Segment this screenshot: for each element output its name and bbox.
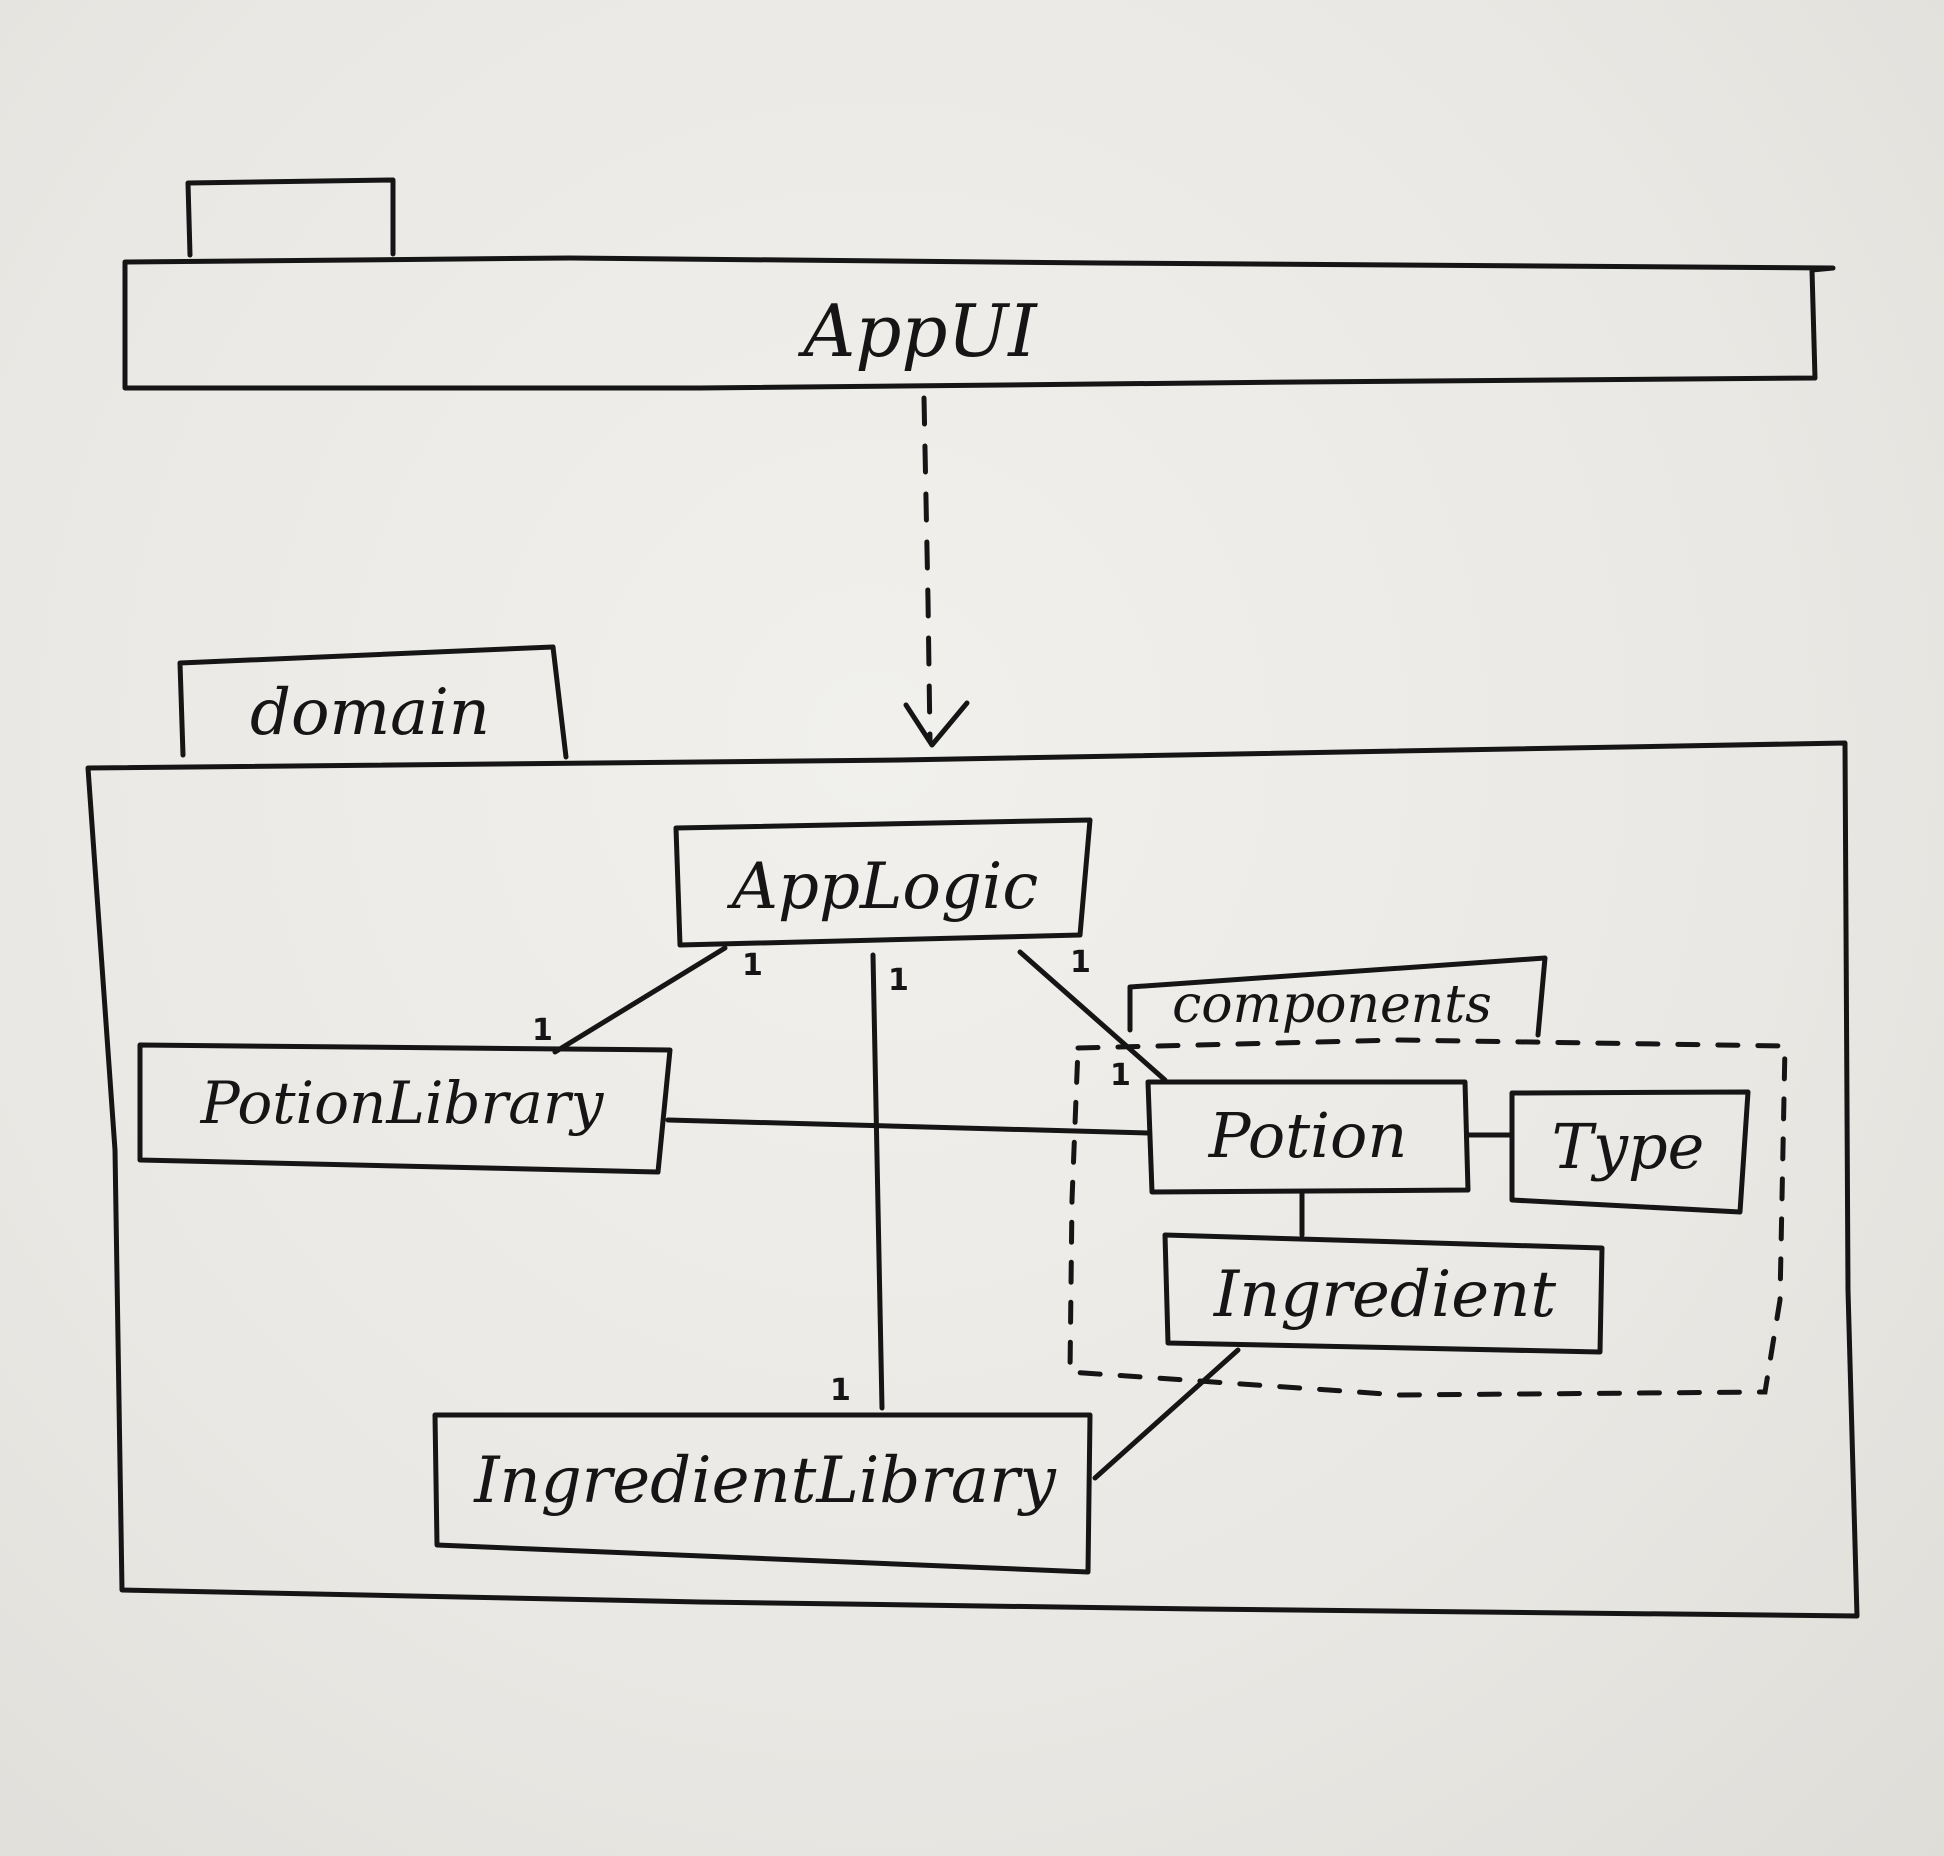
package-components-body <box>1067 1037 1788 1398</box>
associations <box>552 945 1515 1481</box>
package-domain-body <box>85 740 1860 1619</box>
class-type-label: Type <box>1552 1110 1705 1183</box>
class-ingredient: Ingredient <box>1162 1232 1605 1355</box>
assoc-logic-ingredient-library <box>870 952 885 1411</box>
mult-logic-potion-library-bottom: 1 <box>532 1013 553 1048</box>
package-app-ui-label: AppUI <box>797 289 1038 373</box>
class-ingredient-library-label: IngredientLibrary <box>473 1444 1056 1518</box>
mult-logic-ingredient-library-bottom: 1 <box>830 1373 851 1408</box>
package-components-tab <box>1127 955 1548 1038</box>
assoc-logic-potion <box>1017 949 1168 1083</box>
dependency-arrowhead <box>903 700 970 748</box>
class-app-logic: AppLogic <box>673 817 1093 948</box>
dependency-line <box>921 395 933 743</box>
mult-logic-potion-top: 1 <box>1070 945 1091 980</box>
package-domain-label: domain <box>250 676 490 750</box>
package-app-ui-tab <box>185 177 396 258</box>
package-components: components <box>1067 955 1788 1398</box>
class-ingredient-label: Ingredient <box>1213 1258 1556 1332</box>
mult-logic-potion-library-top: 1 <box>742 948 763 983</box>
assoc-potion-library-potion <box>665 1117 1151 1136</box>
class-potion-box <box>1145 1079 1471 1195</box>
class-ingredient-box <box>1162 1232 1605 1355</box>
class-app-logic-label: AppLogic <box>727 850 1038 924</box>
package-components-label: components <box>1172 975 1492 1035</box>
multiplicities: 1 1 1 1 1 1 <box>532 945 1131 1408</box>
class-potion: Potion <box>1145 1079 1471 1195</box>
class-potion-library: PotionLibrary <box>137 1042 673 1175</box>
class-type-box <box>1509 1089 1751 1215</box>
class-potion-label: Potion <box>1208 1099 1408 1172</box>
class-potion-library-box <box>137 1042 673 1175</box>
dependency-arrow <box>903 395 970 748</box>
package-app-ui: AppUI <box>122 177 1836 391</box>
class-type: Type <box>1509 1089 1751 1215</box>
class-ingredient-library: IngredientLibrary <box>432 1412 1093 1575</box>
class-app-logic-box <box>673 817 1093 948</box>
class-potion-library-label: PotionLibrary <box>200 1069 605 1137</box>
package-app-ui-body <box>122 255 1836 391</box>
assoc-logic-potion-library <box>552 945 728 1055</box>
package-domain-tab <box>177 644 569 760</box>
class-ingredient-library-box <box>432 1412 1093 1575</box>
mult-logic-ingredient-library-top: 1 <box>888 963 909 998</box>
assoc-ingredient-library-ingredient <box>1092 1347 1241 1481</box>
mult-logic-potion-bottom: 1 <box>1110 1058 1131 1093</box>
package-domain: domain <box>85 644 1860 1619</box>
